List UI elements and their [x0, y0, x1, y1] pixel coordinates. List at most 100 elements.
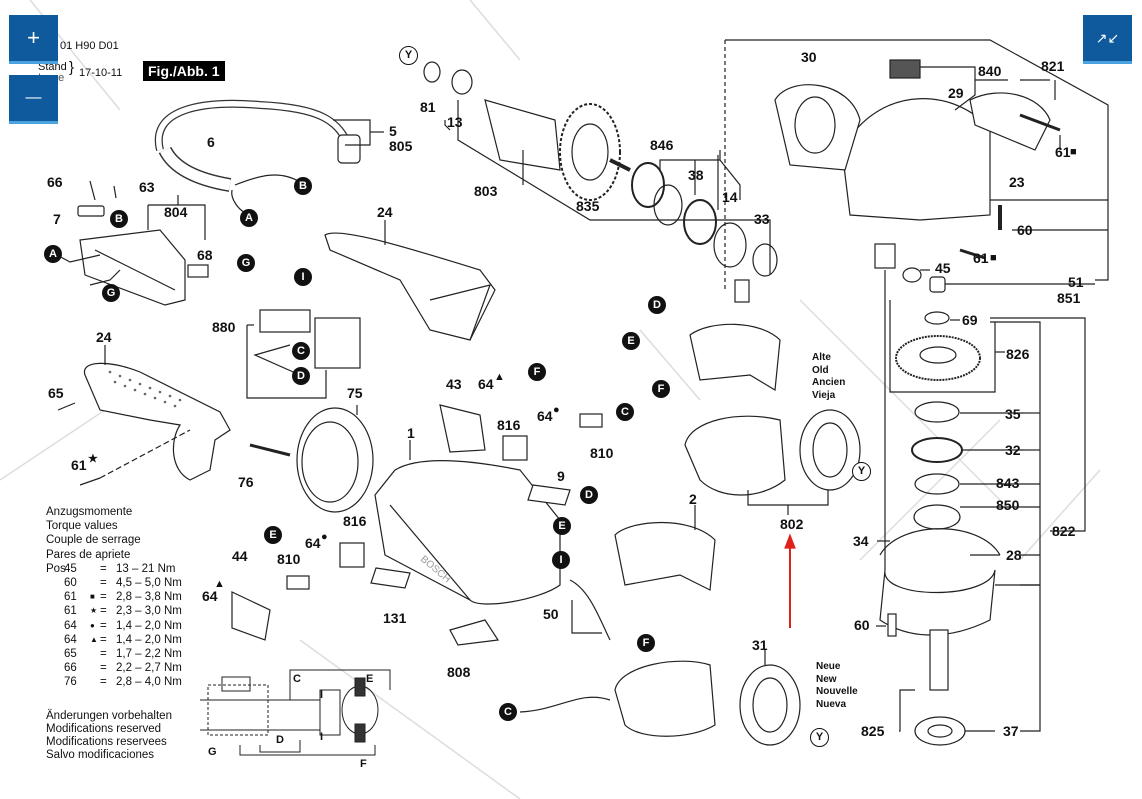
part-label-60a: 60 — [1017, 222, 1033, 238]
part-label-30: 30 — [801, 49, 817, 65]
part-label-61b: 61 — [973, 250, 989, 266]
stator-new-note: Neue New Nouvelle Nueva — [816, 661, 858, 711]
torque-pos: 66 — [64, 662, 77, 675]
pos-label — [46, 604, 64, 618]
part-label-131: 131 — [383, 610, 407, 626]
plus-icon: + — [27, 25, 40, 50]
part-label-51: 51 — [1068, 274, 1084, 290]
torque-title-es: Pares de apriete — [46, 548, 131, 561]
torque-mark: ■ — [90, 592, 95, 602]
brace: } — [69, 59, 75, 76]
torque-pos: 64 — [64, 619, 77, 632]
connector-badge-a2: A — [44, 245, 62, 263]
note-old-en: Old — [812, 364, 829, 376]
connector-badge-i1: I — [294, 268, 312, 286]
connector-badge-a1: A — [240, 209, 258, 227]
note-old-es: Vieja — [812, 389, 836, 401]
part-label-44: 44 — [232, 548, 248, 564]
part-label-29: 29 — [948, 85, 964, 101]
minus-icon: — — [25, 89, 42, 106]
pos-label — [46, 590, 64, 604]
torque-title-en: Torque values — [46, 520, 118, 533]
torque-mark-61a: ■ — [1070, 146, 1077, 158]
torque-value: 4,5 – 5,0 Nm — [116, 577, 182, 590]
torque-row: 76=2,8 – 4,0 Nm — [46, 675, 182, 689]
connector-badge-d3: D — [580, 486, 598, 504]
connector-badge-i2: I — [552, 551, 570, 569]
part-label-43: 43 — [446, 376, 462, 392]
equals-sign: = — [100, 577, 107, 590]
note-new-es: Nueva — [816, 698, 847, 710]
part-label-1: 1 — [407, 425, 415, 441]
torque-mark: ▲ — [90, 634, 98, 644]
part-label-38: 38 — [688, 167, 704, 183]
part-label-6: 6 — [207, 134, 215, 150]
part-label-63: 63 — [139, 179, 155, 195]
pos-label — [46, 675, 64, 689]
torque-pos: 76 — [64, 676, 77, 689]
schematic-label-e: E — [366, 673, 374, 685]
zoom-out-button[interactable]: — — [9, 75, 58, 124]
modifications-fr: Modifications reservees — [46, 736, 167, 748]
note-new-en: New — [816, 673, 837, 685]
schematic-label-d: D — [276, 734, 284, 746]
torque-value: 2,8 – 4,0 Nm — [116, 676, 182, 689]
part-label-851: 851 — [1057, 290, 1081, 306]
exit-fullscreen-button[interactable]: ↗↙ — [1083, 15, 1132, 64]
pos-label — [46, 619, 64, 633]
part-label-840: 840 — [978, 63, 1002, 79]
connector-badge-d1: D — [292, 367, 310, 385]
stand-label: Stand — [38, 61, 67, 73]
part-label-843: 843 — [996, 475, 1020, 491]
pos-label — [46, 576, 64, 590]
torque-mark: ● — [90, 620, 95, 630]
torque-row: 65=1,7 – 2,2 Nm — [46, 647, 182, 661]
part-label-810a: 810 — [590, 445, 614, 461]
torque-row: 64▲=1,4 – 2,0 Nm — [46, 633, 182, 647]
equals-sign: = — [100, 562, 107, 575]
part-label-64c: 64 — [305, 535, 321, 551]
torque-mark-64b: ● — [553, 404, 560, 416]
torque-row: 66=2,2 – 2,7 Nm — [46, 661, 182, 675]
torque-mark — [90, 661, 100, 675]
torque-value: 1,7 – 2,2 Nm — [116, 648, 182, 661]
equals-sign: = — [100, 591, 107, 604]
part-label-76: 76 — [238, 474, 254, 490]
part-label-810b: 810 — [277, 551, 301, 567]
zoom-in-button[interactable]: + — [9, 15, 58, 64]
torque-pos: 45 — [64, 562, 77, 575]
modifications-de: Änderungen vorbehalten — [46, 710, 172, 722]
part-label-24b: 24 — [96, 329, 112, 345]
part-label-64b: 64 — [537, 408, 553, 424]
part-label-69: 69 — [962, 312, 978, 328]
part-label-816a: 816 — [497, 417, 521, 433]
part-label-75: 75 — [347, 385, 363, 401]
pos-label: Pos — [46, 562, 66, 575]
schematic-label-c: C — [293, 673, 301, 685]
part-label-835: 835 — [576, 198, 600, 214]
connector-badge-g1: G — [102, 284, 120, 302]
equals-sign: = — [100, 605, 107, 618]
part-label-37: 37 — [1003, 723, 1019, 739]
part-label-50: 50 — [543, 606, 559, 622]
note-new-de: Neue — [816, 661, 841, 672]
part-label-850: 850 — [996, 497, 1020, 513]
equals-sign: = — [100, 662, 107, 675]
part-label-65: 65 — [48, 385, 64, 401]
note-new-fr: Nouvelle — [816, 686, 858, 697]
part-label-803: 803 — [474, 183, 498, 199]
connector-badge-e2: E — [553, 517, 571, 535]
torque-pos: 64 — [64, 633, 77, 646]
torque-table: Anzugsmomente Torque values Couple de se… — [46, 505, 182, 690]
part-label-2: 2 — [689, 491, 697, 507]
schematic-label-g: G — [208, 746, 217, 758]
part-label-880: 880 — [212, 319, 236, 335]
connector-badge-d2: D — [648, 296, 666, 314]
connector-badge-b2: B — [110, 210, 128, 228]
connector-badge-g2: G — [237, 254, 255, 272]
equals-sign: = — [100, 648, 107, 661]
connector-badge-f3: F — [637, 634, 655, 652]
torque-value: 1,4 – 2,0 Nm — [116, 619, 182, 632]
part-label-68: 68 — [197, 247, 213, 263]
